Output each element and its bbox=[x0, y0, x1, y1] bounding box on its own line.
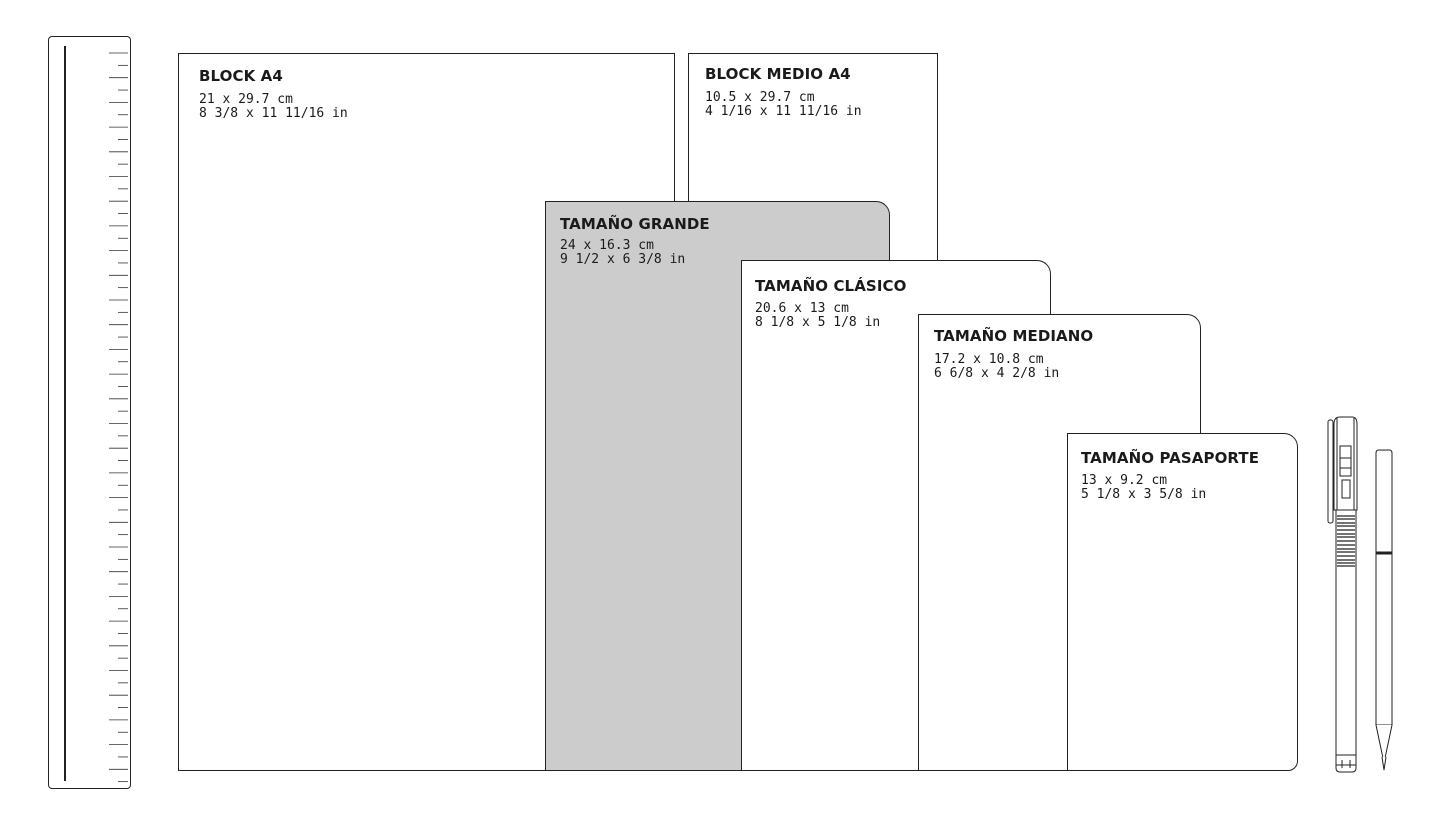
pen-icon bbox=[1327, 416, 1358, 773]
ruler-edge-line bbox=[64, 46, 66, 781]
dimension-cm: 24 x 16.3 cm bbox=[560, 238, 654, 253]
dimension-in: 9 1/2 x 6 3/8 in bbox=[560, 252, 686, 267]
notebook-title: BLOCK MEDIO A4 bbox=[705, 65, 851, 83]
dimension-in: 4 1/16 x 11 11/16 in bbox=[705, 104, 862, 119]
notebook-dimensions: 10.5 x 29.7 cm 4 1/16 x 11 11/16 in bbox=[705, 91, 862, 119]
notebook-title: TAMAÑO MEDIANO bbox=[934, 327, 1094, 345]
notebook-dimensions: 13 x 9.2 cm 5 1/8 x 3 5/8 in bbox=[1081, 474, 1206, 502]
notebook-dimensions: 21 x 29.7 cm 8 3/8 x 11 11/16 in bbox=[199, 93, 348, 121]
notebook-title: TAMAÑO CLÁSICO bbox=[755, 277, 907, 295]
ruler-icon bbox=[48, 36, 131, 789]
dimension-cm: 20.6 x 13 cm bbox=[755, 301, 849, 316]
notebook-tamano-pasaporte: TAMAÑO PASAPORTE 13 x 9.2 cm 5 1/8 x 3 5… bbox=[1067, 433, 1298, 771]
notebook-dimensions: 24 x 16.3 cm 9 1/2 x 6 3/8 in bbox=[560, 239, 685, 267]
dimension-in: 8 1/8 x 5 1/8 in bbox=[755, 315, 881, 330]
dimension-cm: 21 x 29.7 cm bbox=[199, 92, 293, 107]
notebook-dimensions: 20.6 x 13 cm 8 1/8 x 5 1/8 in bbox=[755, 302, 880, 330]
dimension-cm: 13 x 9.2 cm bbox=[1081, 473, 1168, 488]
dimension-cm: 17.2 x 10.8 cm bbox=[934, 352, 1044, 367]
dimension-cm: 10.5 x 29.7 cm bbox=[705, 90, 815, 105]
notebook-title: TAMAÑO PASAPORTE bbox=[1081, 449, 1260, 467]
notebook-title: TAMAÑO GRANDE bbox=[560, 215, 710, 233]
dimension-in: 5 1/8 x 3 5/8 in bbox=[1081, 487, 1207, 502]
dimension-in: 6 6/8 x 4 2/8 in bbox=[934, 366, 1060, 381]
notebook-dimensions: 17.2 x 10.8 cm 6 6/8 x 4 2/8 in bbox=[934, 353, 1059, 381]
notebook-title: BLOCK A4 bbox=[199, 67, 283, 85]
dimension-in: 8 3/8 x 11 11/16 in bbox=[199, 106, 348, 121]
ruler-ticks bbox=[109, 52, 128, 783]
pencil-icon bbox=[1375, 449, 1393, 771]
